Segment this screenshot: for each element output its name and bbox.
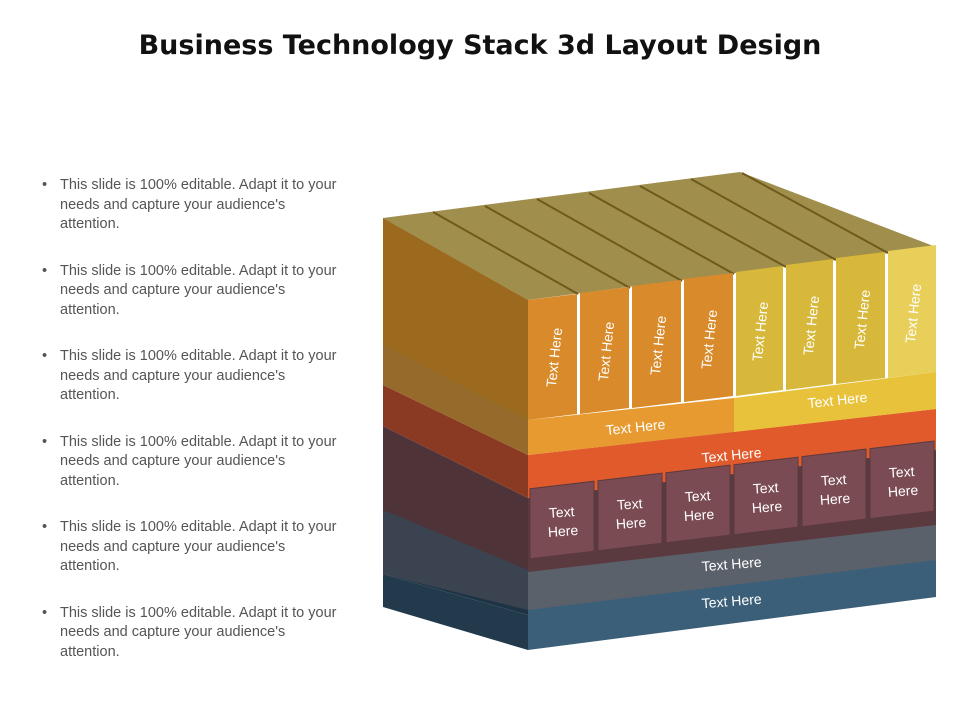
amber-column-4-label: Text Here — [698, 309, 720, 370]
slide-title: Business Technology Stack 3d Layout Desi… — [138, 30, 822, 61]
maroon-boxes: TextHereTextHereTextHereTextHereTextHere… — [529, 440, 935, 560]
box-4-label: TextHere — [750, 479, 783, 516]
box-label-line: Text — [548, 503, 575, 521]
box-label-line: Here — [683, 506, 715, 524]
bullet-item: • This slide is 100% editable. Adapt it t… — [40, 604, 340, 670]
box-label-line: Here — [751, 498, 783, 516]
yellow-base — [734, 372, 936, 432]
yellow-column-4-label: Text Here — [902, 283, 924, 344]
yellow-column-4 — [888, 245, 936, 378]
box-label-line: Text — [752, 479, 779, 497]
yellow-base-label: Text Here — [807, 389, 868, 411]
box-3-label: TextHere — [682, 487, 715, 524]
box-label-line: Text — [888, 463, 915, 481]
box-label-line: Here — [887, 482, 919, 500]
bullet-item: • This slide is 100% editable. Adapt it t… — [40, 347, 340, 413]
box-label-line: Text — [616, 495, 643, 513]
bullet-dot-icon: • — [42, 348, 48, 364]
bullet-dot-icon: • — [42, 519, 48, 535]
box-label-line: Here — [547, 522, 579, 540]
box-1 — [529, 480, 595, 560]
bullet-text: This slide is 100% editable. Adapt it to… — [60, 604, 337, 660]
amber-column-2-label: Text Here — [595, 321, 617, 382]
box-label-line: Here — [819, 490, 851, 508]
bullet-item: • This slide is 100% editable. Adapt it t… — [40, 262, 340, 328]
box-6-label: TextHere — [886, 463, 919, 500]
box-6 — [869, 440, 935, 520]
amber-column-1 — [528, 294, 577, 420]
top-block: Text Here Text Here Text Here Text Here … — [383, 172, 936, 455]
box-2 — [597, 472, 663, 552]
bullet-text: This slide is 100% editable. Adapt it to… — [60, 262, 337, 318]
box-label-line: Text — [684, 487, 711, 505]
amber-column-2 — [580, 287, 629, 414]
amber-base-label: Text Here — [605, 416, 666, 438]
bullet-item: • This slide is 100% editable. Adapt it t… — [40, 176, 340, 242]
yellow-column-2 — [786, 259, 833, 390]
bullet-text: This slide is 100% editable. Adapt it to… — [60, 519, 337, 574]
blue-layer-label: Text Here — [701, 591, 762, 612]
box-1-label: TextHere — [546, 503, 579, 540]
amber-column-4 — [684, 273, 733, 402]
box-3 — [665, 464, 731, 544]
box-5-label: TextHere — [818, 471, 851, 508]
bullet-list: • This slide is 100% editable. Adapt it t… — [40, 176, 340, 689]
bullet-text: This slide is 100% editable. Adapt it to… — [60, 433, 337, 489]
orange-red-layer-label: Text Here — [701, 444, 762, 466]
yellow-column-3-label: Text Here — [851, 289, 873, 350]
bullet-text: This slide is 100% editable. Adapt it to… — [60, 177, 337, 232]
gray-layer-label: Text Here — [701, 554, 762, 575]
box-4 — [733, 456, 799, 536]
bullet-dot-icon: • — [42, 177, 48, 193]
yellow-column-2-label: Text Here — [800, 295, 822, 356]
box-label-line: Here — [615, 514, 647, 532]
bullet-item: • This slide is 100% editable. Adapt it t… — [40, 433, 340, 499]
box-2-label: TextHere — [614, 495, 647, 532]
box-label-line: Text — [820, 471, 847, 489]
bullet-text: This slide is 100% editable. Adapt it to… — [60, 348, 337, 403]
yellow-column-3 — [836, 252, 885, 384]
yellow-column-1-label: Text Here — [749, 301, 771, 362]
box-5 — [801, 448, 867, 528]
bullet-dot-icon: • — [42, 433, 48, 450]
yellow-column-1 — [736, 266, 783, 396]
amber-base — [528, 398, 734, 455]
orange-red-layer: Text Here — [383, 385, 936, 498]
amber-column-3 — [632, 280, 681, 408]
bullet-dot-icon: • — [42, 262, 48, 279]
amber-column-1-label: Text Here — [543, 327, 565, 388]
amber-column-3-label: Text Here — [647, 315, 669, 376]
bullet-dot-icon: • — [42, 604, 48, 621]
orange-red-layer-front — [528, 409, 936, 498]
bullet-item: • This slide is 100% editable. Adapt it t… — [40, 518, 340, 584]
